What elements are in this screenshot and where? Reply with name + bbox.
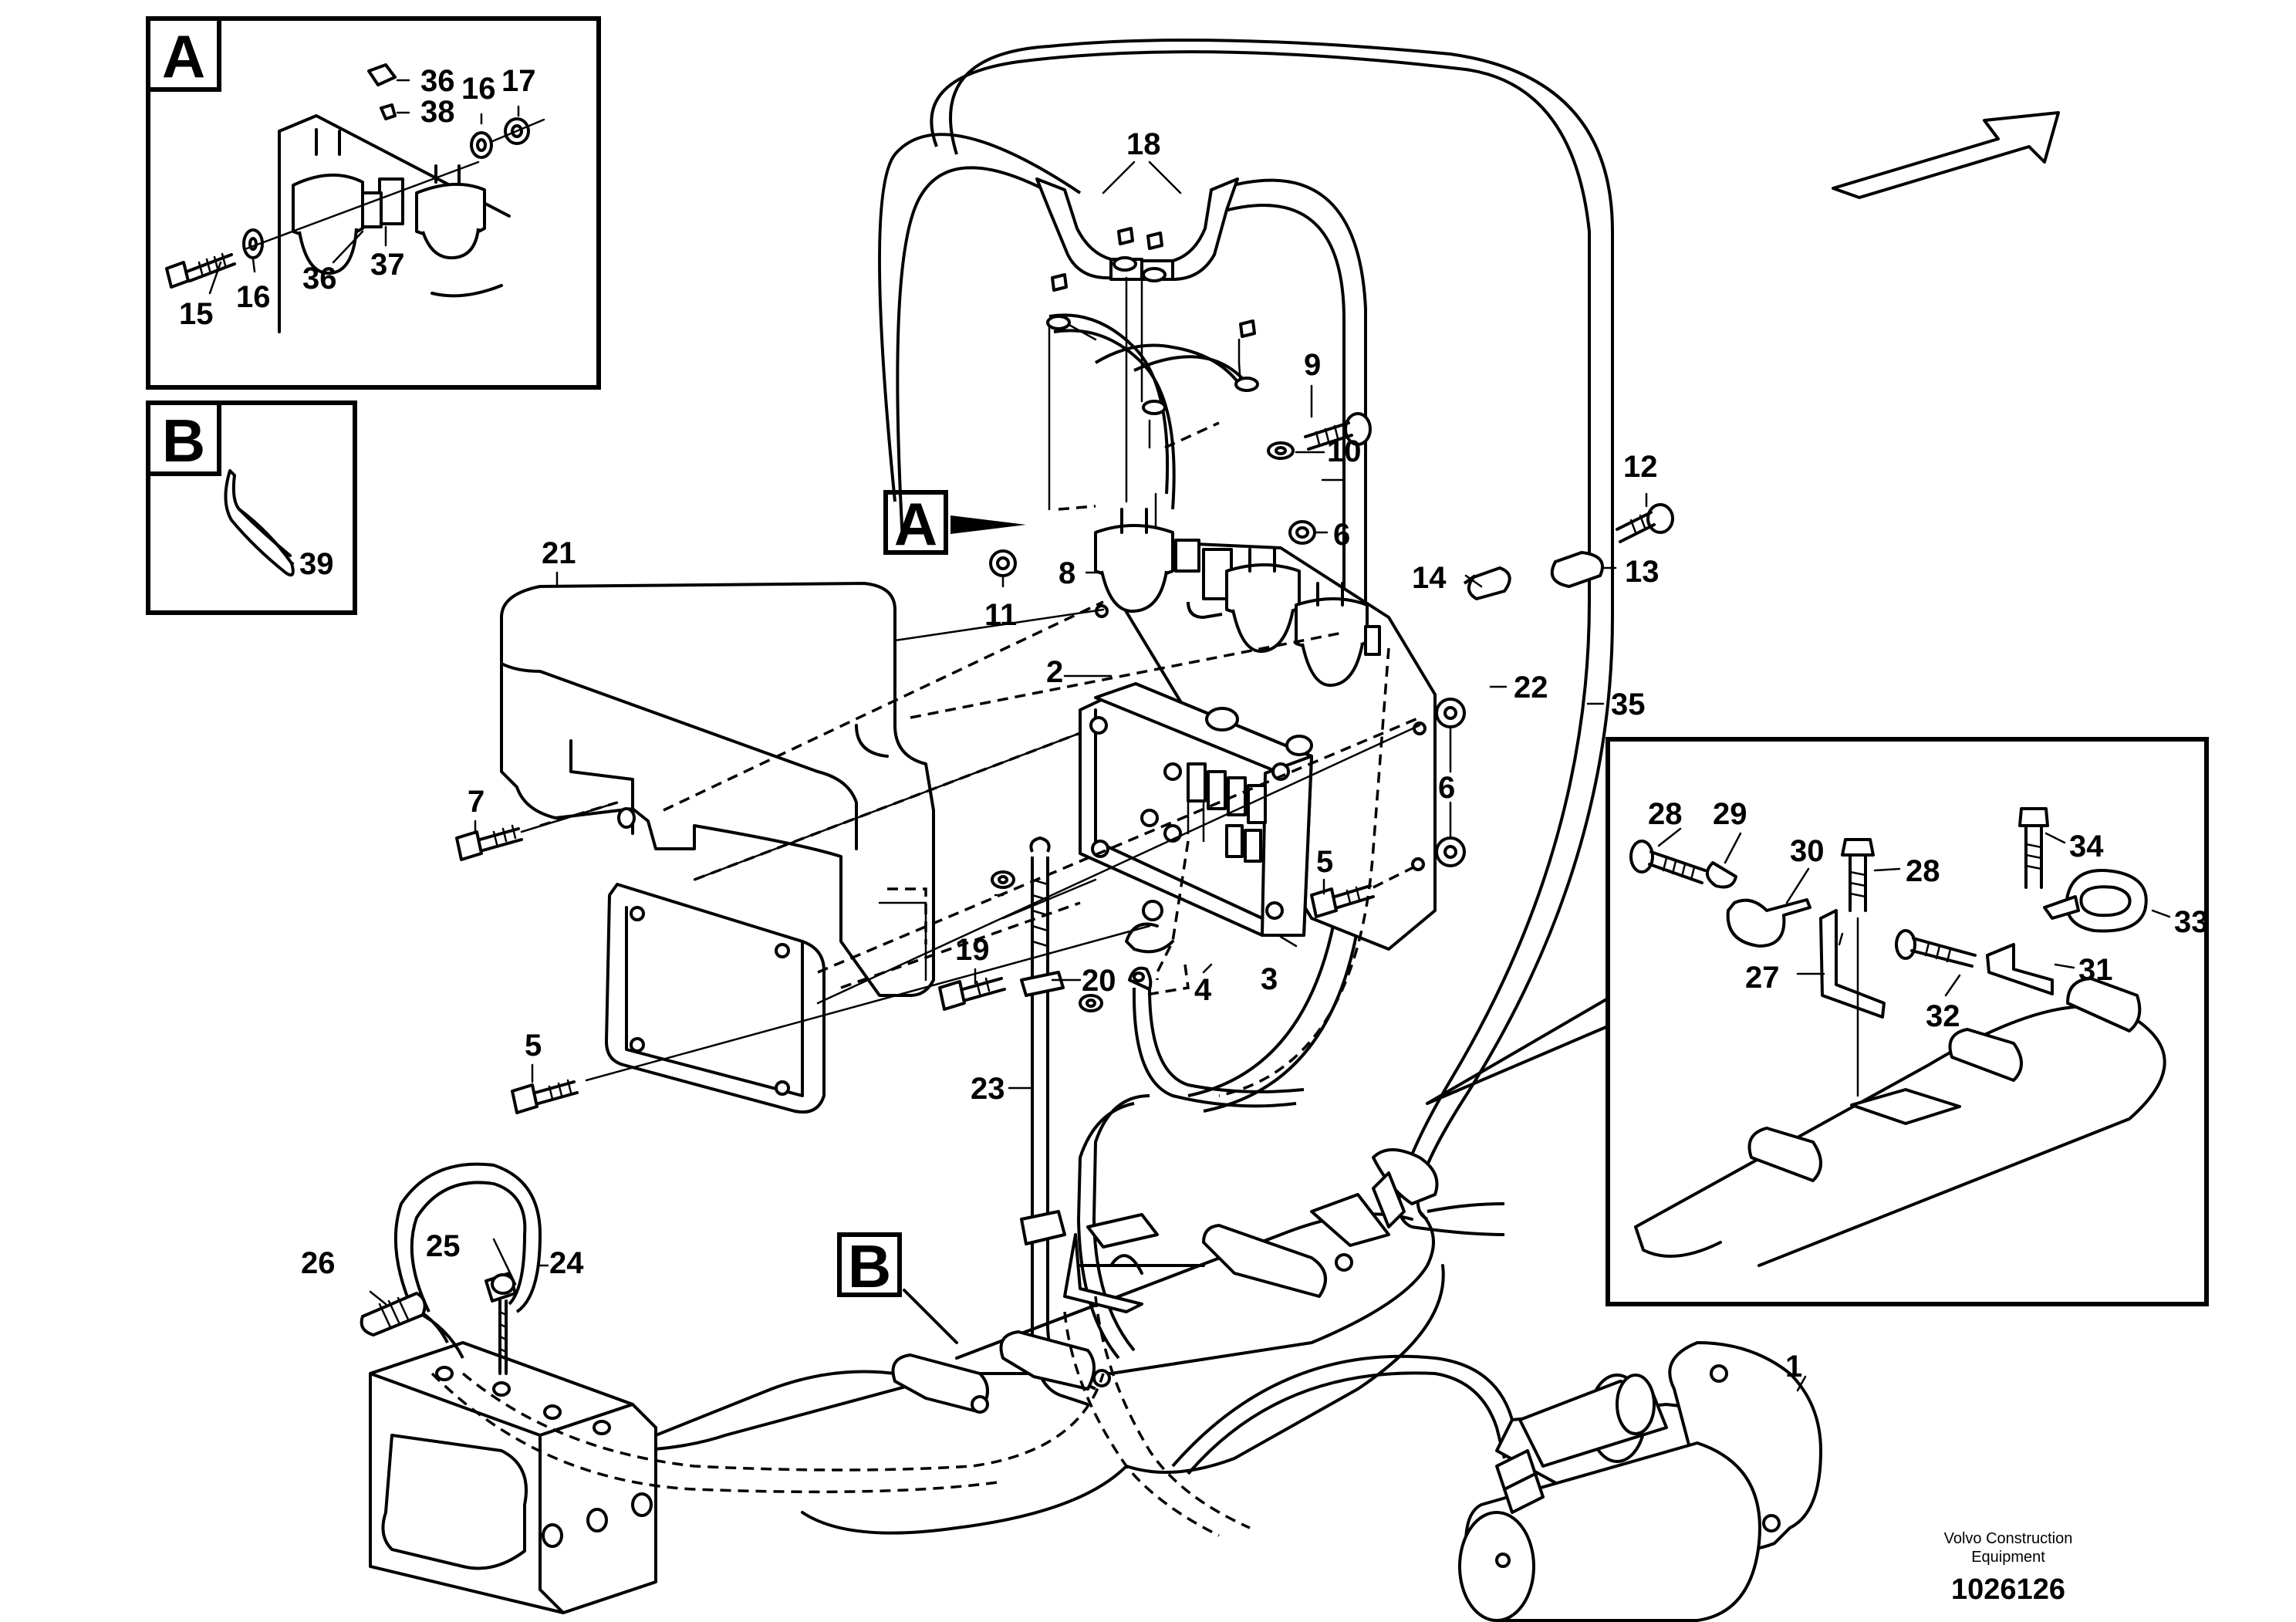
- starter-motor-1: [1171, 1341, 1822, 1622]
- inset-b: B 39: [146, 400, 357, 615]
- drawing-number: 1026126: [1951, 1573, 2065, 1606]
- callout-34: 34: [2069, 830, 2104, 863]
- cover-21: [500, 582, 935, 997]
- callout-16-lower: 16: [236, 280, 271, 314]
- frame: [400, 1148, 1445, 1535]
- callout-7: 7: [468, 785, 485, 819]
- callout-1: 1: [1785, 1350, 1802, 1384]
- screw-19: [938, 977, 1006, 1011]
- inset-b-letter: B: [162, 407, 205, 475]
- callout-38: 38: [420, 95, 455, 129]
- cover-plate: [605, 883, 826, 1113]
- callout-8: 8: [1059, 556, 1075, 590]
- callout-16-upper: 16: [461, 72, 496, 106]
- screw-5-box: [1310, 884, 1375, 918]
- callout-20: 20: [1082, 964, 1116, 998]
- callout-9: 9: [1304, 348, 1321, 382]
- callout-39: 39: [299, 547, 334, 581]
- callout-26: 26: [301, 1246, 336, 1280]
- callout-36-lower: 36: [302, 262, 337, 296]
- relay-wires: [1048, 276, 1244, 588]
- callout-32: 32: [1926, 999, 1960, 1033]
- screw-5-lower: [511, 1079, 579, 1114]
- cable-loops: [878, 39, 1614, 1236]
- direction-arrow: [1832, 111, 2060, 199]
- callout-6-upper: 6: [1333, 518, 1350, 552]
- brand-line-2: Equipment: [1971, 1549, 2045, 1566]
- electrical-box-3: [1079, 682, 1313, 937]
- clamp-13: [1550, 551, 1604, 588]
- assembly-lines: [520, 600, 1421, 1097]
- callout-15: 15: [179, 297, 214, 331]
- callout-33: 33: [2174, 905, 2209, 939]
- inset-clamps-pointer: [1426, 997, 1609, 1105]
- callout-12: 12: [1623, 450, 1658, 484]
- cable-loop-24: [360, 1162, 542, 1375]
- pointer-b: B: [837, 1232, 958, 1344]
- screw-7: [455, 824, 523, 861]
- inset-a: A 36: [146, 16, 601, 390]
- callout-3: 3: [1261, 962, 1278, 996]
- callout-30: 30: [1790, 834, 1825, 868]
- starter-cable: [1128, 966, 1305, 1108]
- callout-29: 29: [1713, 797, 1747, 831]
- callout-36-upper: 36: [420, 64, 455, 98]
- bolt-12: [1616, 503, 1674, 543]
- callout-4: 4: [1194, 973, 1212, 1007]
- connector-18: [1035, 161, 1239, 281]
- callout-17: 17: [501, 64, 536, 98]
- callout-5-lower: 5: [525, 1029, 542, 1063]
- callout-23: 23: [971, 1072, 1005, 1106]
- footer: Volvo Construction Equipment 1026126: [1944, 1530, 2073, 1606]
- main-callouts: 21 7 5 2 8 11 18 9 10 6 12 14 13 22 35 6…: [301, 127, 1802, 1384]
- callout-14: 14: [1412, 561, 1447, 595]
- clamp-14: [1463, 566, 1511, 600]
- battery-box: [369, 1341, 657, 1614]
- callout-6-lower: 6: [1438, 771, 1455, 805]
- callout-19: 19: [955, 933, 990, 967]
- callout-11: 11: [984, 598, 1017, 632]
- callout-24: 24: [549, 1246, 584, 1280]
- battery-cable-hidden: [461, 1372, 1105, 1472]
- callout-13: 13: [1625, 555, 1660, 589]
- callout-28-left: 28: [1648, 797, 1683, 831]
- callout-10: 10: [1327, 434, 1362, 468]
- callout-21: 21: [542, 536, 576, 570]
- callout-25: 25: [426, 1229, 461, 1263]
- callout-37: 37: [370, 248, 405, 282]
- inset-a-relays: [292, 128, 503, 298]
- brand-line-1: Volvo Construction: [1944, 1530, 2073, 1547]
- inset-a-letter: A: [162, 22, 205, 90]
- callout-22: 22: [1514, 671, 1548, 705]
- callout-35: 35: [1611, 688, 1646, 721]
- callout-5-box: 5: [1316, 845, 1333, 879]
- pointer-a: A: [883, 490, 1026, 558]
- washers-top: [1046, 227, 1259, 415]
- callout-2: 2: [1046, 655, 1063, 689]
- leader-lines: [369, 478, 1807, 1392]
- pointer-b-letter: B: [848, 1232, 891, 1300]
- callout-18: 18: [1126, 127, 1161, 161]
- callout-31: 31: [2078, 953, 2113, 987]
- bolt-9: [1267, 384, 1372, 460]
- callout-27: 27: [1745, 961, 1780, 995]
- callout-28-right: 28: [1906, 854, 1940, 888]
- inset-clamps: 28 29 30 28 34 33 31 27 32: [1606, 737, 2209, 1306]
